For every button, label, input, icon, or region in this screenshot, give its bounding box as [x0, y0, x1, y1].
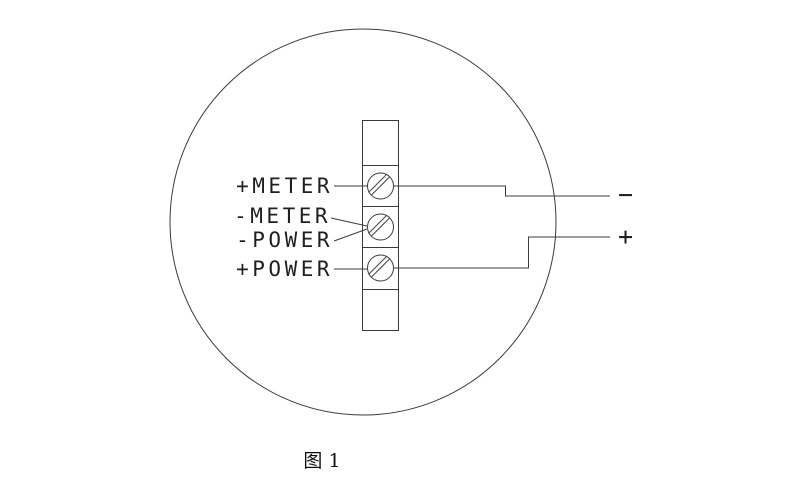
screw-slot [368, 173, 388, 193]
external-wires [393, 185, 610, 269]
figure-caption: 图 1 [303, 450, 340, 472]
terminal-screw-bottom [367, 254, 394, 282]
positive-wire [393, 236, 610, 269]
terminal-screw-top [367, 172, 394, 200]
negative-polarity-label: − [618, 180, 633, 209]
enclosure-circle [169, 28, 557, 416]
terminal-label-plus-meter: +METER [236, 174, 333, 198]
terminal-label-minus-meter: -METER [234, 204, 331, 228]
screw-slot [368, 214, 388, 234]
terminal-label-minus-power: -POWER [236, 228, 333, 252]
screw-slot [370, 176, 391, 196]
leader-minus-meter [330, 217, 368, 227]
label-leader-lines [330, 185, 368, 270]
terminal-screw-middle [367, 213, 394, 241]
terminal-block [362, 120, 399, 331]
screw-slot [370, 217, 391, 237]
screw-slot [368, 255, 388, 275]
negative-wire [393, 185, 610, 197]
terminal-label-plus-power: +POWER [236, 257, 333, 281]
screw-slot [370, 258, 391, 278]
leader-minus-power [333, 228, 368, 242]
positive-polarity-label: + [618, 222, 633, 251]
